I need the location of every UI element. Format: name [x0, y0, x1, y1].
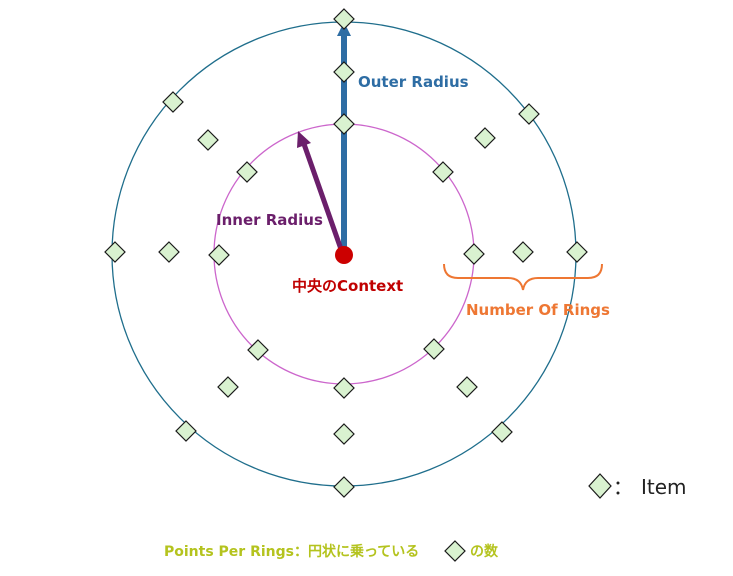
legend: ： Item [588, 473, 687, 499]
diamond-icon [444, 540, 466, 562]
item-diamond [158, 241, 180, 263]
number-of-rings-brace [443, 263, 603, 291]
outer-radius-label: Outer Radius [358, 73, 469, 91]
item-diamond [491, 421, 513, 443]
item-diamond [236, 161, 258, 183]
item-diamond [463, 243, 485, 265]
item-diamond [566, 241, 588, 263]
inner-radius-label: Inner Radius [216, 211, 323, 229]
item-diamond [333, 8, 355, 30]
item-diamond [333, 61, 355, 83]
item-diamond [162, 91, 184, 113]
center-context-label: 中央のContext [292, 277, 403, 295]
center-dot [335, 246, 353, 264]
footer-suffix: の数 [470, 543, 499, 560]
number-of-rings-label: Number Of Rings [466, 301, 610, 319]
footer-caption: Points Per Rings：円状に乗っている の数 [164, 540, 499, 562]
item-diamond [423, 338, 445, 360]
item-diamond [333, 377, 355, 399]
item-diamond [104, 241, 126, 263]
item-diamond [333, 476, 355, 498]
footer-prefix: Points Per Rings：円状に乗っている [164, 543, 419, 560]
item-diamond [456, 376, 478, 398]
item-diamond [333, 423, 355, 445]
item-diamond [175, 420, 197, 442]
item-diamond [247, 339, 269, 361]
item-diamond [518, 103, 540, 125]
item-diamond [197, 129, 219, 151]
item-diamond [512, 241, 534, 263]
item-diamond [432, 161, 454, 183]
diamond-icon [588, 473, 612, 499]
item-diamond [333, 113, 355, 135]
item-diamond [217, 376, 239, 398]
item-diamond [208, 244, 230, 266]
inner-radius-arrow [297, 131, 345, 253]
outer-radius-arrow [337, 22, 351, 254]
legend-item-label: Item [641, 475, 687, 499]
item-diamond [474, 127, 496, 149]
legend-separator: ： [613, 475, 633, 499]
